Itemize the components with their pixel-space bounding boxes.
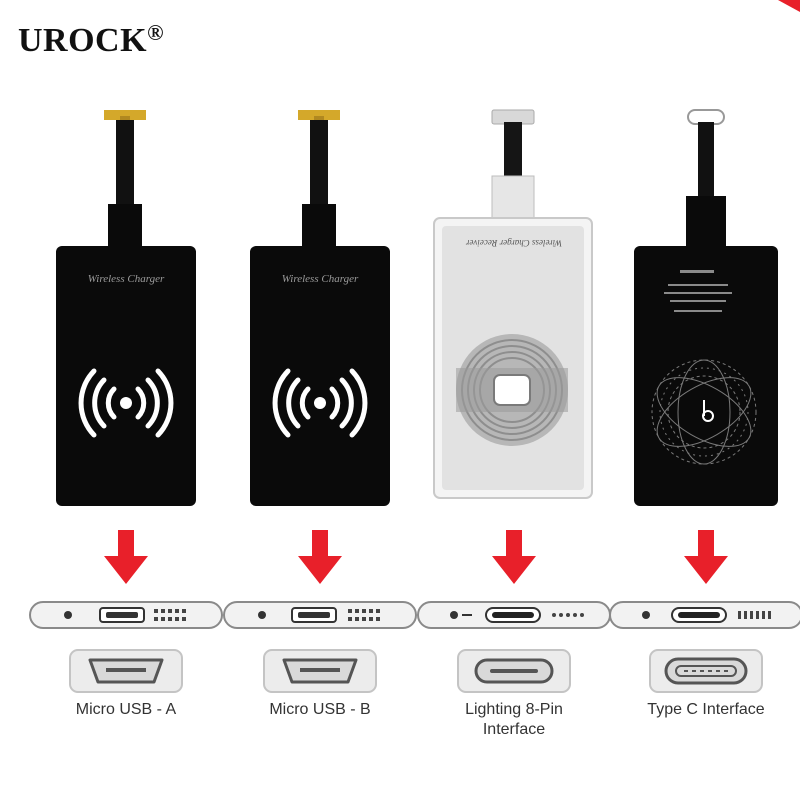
down-arrow-icon [298, 530, 342, 584]
product-micro-usb-b: Wireless Charger Micro USB - B [220, 0, 420, 800]
induction-coil-icon [456, 334, 568, 446]
phone-port-type-c [609, 601, 800, 629]
wireless-waves-icon [272, 368, 368, 438]
caption: Micro USB - B [220, 700, 420, 720]
product-type-c: Type C Interface [606, 0, 800, 800]
phone-port-micro-usb-a [29, 601, 223, 629]
wireless-receiver-card [634, 109, 778, 506]
card-text: Wireless Charger [88, 273, 165, 285]
corner-decoration [778, 0, 800, 12]
type-c-connector-icon [649, 649, 763, 693]
micro-usb-connector-icon [69, 649, 183, 693]
caption: Lighting 8-Pin Interface [414, 700, 614, 740]
wireless-receiver-card: Wireless Charger [56, 110, 196, 506]
brand-logo: UROCK® [18, 20, 164, 60]
phone-port-lightning [417, 601, 611, 629]
caption: Micro USB - A [26, 700, 226, 720]
card-fine-print [664, 270, 732, 312]
caption: Type C Interface [606, 700, 800, 720]
product-micro-usb-a: Wireless Charger Micro USB - A [26, 0, 226, 800]
charging-ring-icon [651, 359, 757, 465]
down-arrow-icon [492, 530, 536, 584]
caption-line-1: Micro USB - A [75, 701, 177, 718]
caption-line-1: Lighting 8-Pin [465, 701, 563, 718]
down-arrow-icon [104, 530, 148, 584]
caption-line-1: Micro USB - B [269, 701, 371, 718]
micro-usb-connector-icon [263, 649, 377, 693]
phone-port-micro-usb-b [223, 601, 417, 629]
down-arrow-icon [684, 530, 728, 584]
wireless-receiver-card: Wireless Charger [250, 110, 390, 506]
caption-line-2: Interface [482, 721, 546, 738]
lightning-connector-icon [457, 649, 571, 693]
wireless-receiver-card: Wireless Charger Receiver [433, 109, 593, 499]
brand-name: UROCK [18, 22, 148, 59]
card-text: Wireless Charger Receiver [465, 238, 562, 248]
card-text: Wireless Charger [282, 273, 359, 285]
product-lightning-8-pin: Wireless Charger Receiver Lighting 8-Pin… [414, 0, 614, 800]
charge-symbol-icon [702, 400, 714, 422]
caption-line-1: Type C Interface [647, 701, 765, 718]
registered-mark: ® [147, 20, 164, 45]
wireless-waves-icon [78, 368, 174, 438]
